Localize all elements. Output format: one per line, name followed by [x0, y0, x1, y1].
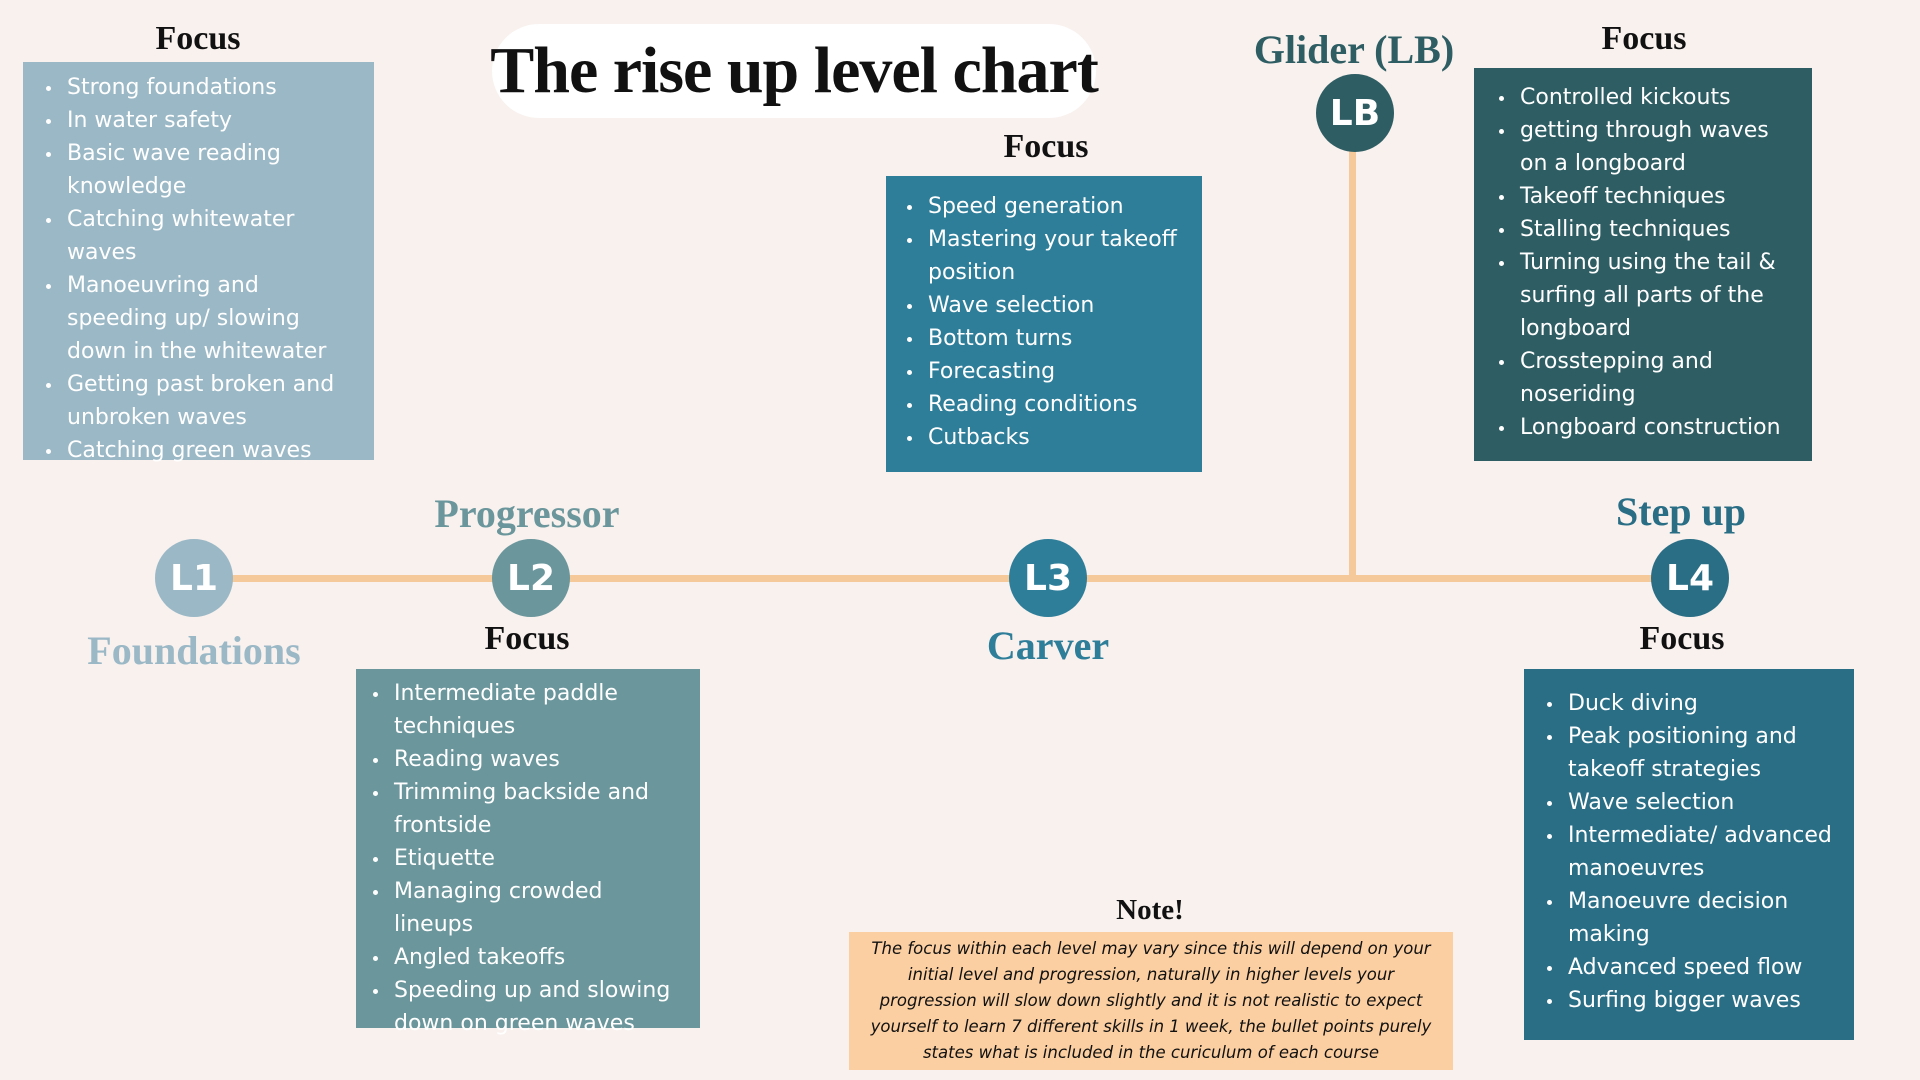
l2-focus-item: Speeding up and slowing down on green wa… — [390, 974, 688, 1040]
lb-focus-list: Controlled kickouts getting through wave… — [1494, 81, 1800, 444]
l3-focus-box: Speed generation Mastering your takeoff … — [886, 176, 1202, 472]
l3-focus-item: Cutbacks — [924, 421, 1190, 454]
l3-focus-item: Wave selection — [924, 289, 1190, 322]
l4-badge: L4 — [1651, 539, 1729, 617]
l2-focus-box: Intermediate paddle techniques Reading w… — [356, 669, 700, 1036]
note-box: The focus within each level may vary sin… — [849, 932, 1453, 1070]
l3-focus-list: Speed generation Mastering your takeoff … — [902, 190, 1190, 454]
l4-focus-item: Peak positioning and takeoff strategies — [1564, 720, 1844, 786]
l2-focus-item: Managing crowded lineups — [390, 875, 688, 941]
lb-focus-item: Turning using the tail & surfing all par… — [1516, 246, 1800, 345]
l4-focus-item: Duck diving — [1564, 687, 1844, 720]
l1-focus-box: Strong foundations In water safety Basic… — [23, 62, 374, 463]
l2-focus-list: Intermediate paddle techniques Reading w… — [368, 677, 688, 1040]
lb-focus-item: getting through waves on a longboard — [1516, 114, 1800, 180]
lb-focus-item: Controlled kickouts — [1516, 81, 1800, 114]
l1-focus-item: Catching whitewater waves — [63, 203, 360, 269]
l4-focus-item: Advanced speed flow — [1564, 951, 1844, 984]
lb-focus-item: Stalling techniques — [1516, 213, 1800, 246]
longboard-branch-line — [1349, 150, 1356, 580]
l1-focus-item: Manoeuvring and speeding up/ slowing dow… — [63, 269, 360, 368]
title-pill: The rise up level chart — [490, 24, 1099, 118]
l4-level-name: Step up — [1615, 489, 1747, 534]
l3-focus-heading: Focus — [1003, 128, 1089, 165]
lb-focus-heading: Focus — [1601, 20, 1687, 57]
timeline-line — [194, 575, 1654, 582]
note-text: The focus within each level may vary sin… — [870, 939, 1432, 1062]
lb-focus-box: Controlled kickouts getting through wave… — [1474, 68, 1812, 461]
lb-focus-item: Takeoff techniques — [1516, 180, 1800, 213]
l1-focus-item: Basic wave reading knowledge — [63, 137, 360, 203]
l4-focus-item: Intermediate/ advanced manoeuvres — [1564, 819, 1844, 885]
l3-badge: L3 — [1009, 539, 1087, 617]
l1-focus-item: Catching green waves — [63, 434, 360, 467]
l2-focus-item: Reading waves — [390, 743, 688, 776]
page-title: The rise up level chart — [490, 34, 1099, 107]
lb-level-name: Glider (LB) — [1253, 27, 1455, 72]
l3-focus-item: Speed generation — [924, 190, 1190, 223]
l2-badge: L2 — [492, 539, 570, 617]
l3-focus-item: Mastering your takeoff position — [924, 223, 1190, 289]
l1-focus-list: Strong foundations In water safety Basic… — [41, 71, 360, 467]
l1-level-name: Foundations — [87, 628, 301, 673]
lb-focus-item: Crosstepping and noseriding — [1516, 345, 1800, 411]
l1-focus-item: Getting past broken and unbroken waves — [63, 368, 360, 434]
l2-focus-heading: Focus — [484, 620, 570, 657]
l4-focus-list: Duck diving Peak positioning and takeoff… — [1542, 687, 1844, 1017]
l4-focus-item: Surfing bigger waves — [1564, 984, 1844, 1017]
l1-focus-heading: Focus — [155, 20, 241, 57]
l4-focus-heading: Focus — [1639, 620, 1725, 657]
l2-focus-item: Intermediate paddle techniques — [390, 677, 688, 743]
l4-focus-box: Duck diving Peak positioning and takeoff… — [1524, 669, 1854, 1040]
lb-badge: LB — [1316, 74, 1394, 152]
l2-focus-item: Etiquette — [390, 842, 688, 875]
l3-focus-item: Bottom turns — [924, 322, 1190, 355]
note-heading: Note! — [1116, 894, 1184, 926]
l1-focus-item: In water safety — [63, 104, 360, 137]
l4-focus-item: Manoeuvre decision making — [1564, 885, 1844, 951]
l3-level-name: Carver — [986, 623, 1110, 668]
l2-focus-item: Angled takeoffs — [390, 941, 688, 974]
l3-focus-item: Reading conditions — [924, 388, 1190, 421]
l3-focus-item: Forecasting — [924, 355, 1190, 388]
l4-focus-item: Wave selection — [1564, 786, 1844, 819]
l2-focus-item: Trimming backside and frontside — [390, 776, 688, 842]
lb-focus-item: Longboard construction — [1516, 411, 1800, 444]
l1-badge: L1 — [155, 539, 233, 617]
l1-focus-item: Strong foundations — [63, 71, 360, 104]
l2-level-name: Progressor — [434, 491, 620, 536]
